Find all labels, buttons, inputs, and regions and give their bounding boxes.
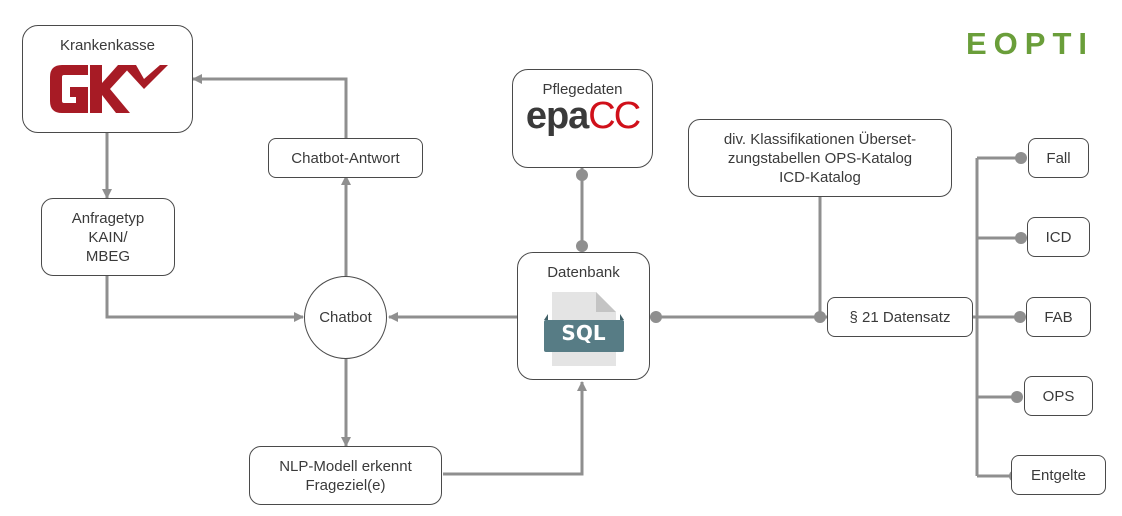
nlp-line: NLP-Modell erkennt [279, 457, 412, 475]
connector-dot [1015, 232, 1027, 244]
klassifikationen-line: ICD-Katalog [779, 168, 861, 186]
pflegedaten-title: Pflegedaten [542, 81, 623, 98]
connector-dot [1011, 391, 1023, 403]
node-klassifikationen: div. Klassifikationen Überset- zungstabe… [688, 119, 952, 197]
arrow-nlp-datenbank [443, 381, 587, 476]
sql-label: SQL [561, 321, 606, 345]
node-nlp-modell: NLP-Modell erkennt Frageziel(e) [249, 446, 442, 505]
node-output-fab: FAB [1026, 297, 1091, 337]
node-output-icd: ICD [1027, 217, 1090, 257]
anfragetyp-line: Anfragetyp [71, 209, 145, 227]
connector-dot [814, 311, 826, 323]
krankenkasse-title: Krankenkasse [59, 37, 156, 54]
output-label: FAB [1044, 308, 1073, 326]
nlp-line: Frageziel(e) [305, 476, 386, 494]
node-pflegedaten: Pflegedaten epaCC [512, 69, 653, 168]
node-krankenkasse: Krankenkasse [22, 25, 193, 133]
output-label: ICD [1045, 228, 1072, 246]
epacc-logo: epaCC [525, 95, 641, 137]
datenbank-title: Datenbank [547, 264, 620, 281]
arrow-antwort-krankenkasse [192, 74, 348, 138]
node-datenbank: Datenbank SQL [517, 252, 650, 380]
node-output-fall: Fall [1028, 138, 1089, 178]
output-label: Entgelte [1030, 466, 1087, 484]
connector-dot [650, 311, 662, 323]
node-datensatz: § 21 Datensatz [827, 297, 973, 337]
anfragetyp-line: KAIN/ [88, 228, 128, 246]
chatbot-label: Chatbot [319, 309, 372, 326]
connector-dot [1015, 152, 1027, 164]
node-anfragetyp: Anfragetyp KAIN/ MBEG [41, 198, 175, 276]
connector-dot [1014, 311, 1026, 323]
klassifikationen-line: zungstabellen OPS-Katalog [727, 149, 913, 167]
arrow-anfragetyp-chatbot [105, 276, 304, 322]
chatbot-antwort-label: Chatbot-Antwort [291, 149, 400, 167]
klassifikationen-line: div. Klassifikationen Überset- [723, 130, 917, 148]
output-label: OPS [1042, 387, 1075, 405]
node-output-entgelte: Entgelte [1011, 455, 1106, 495]
datensatz-label: § 21 Datensatz [849, 308, 951, 326]
anfragetyp-line: MBEG [85, 247, 131, 265]
eopti-logo: EOPTI [966, 26, 1095, 61]
node-chatbot-antwort: Chatbot-Antwort [268, 138, 423, 178]
node-output-ops: OPS [1024, 376, 1093, 416]
node-chatbot: Chatbot [304, 276, 387, 359]
connector-dot [576, 169, 588, 181]
gkv-logo-icon [49, 65, 168, 113]
connector-dot [576, 240, 588, 252]
output-label: Fall [1046, 149, 1071, 167]
sql-file-icon: SQL [543, 286, 624, 368]
